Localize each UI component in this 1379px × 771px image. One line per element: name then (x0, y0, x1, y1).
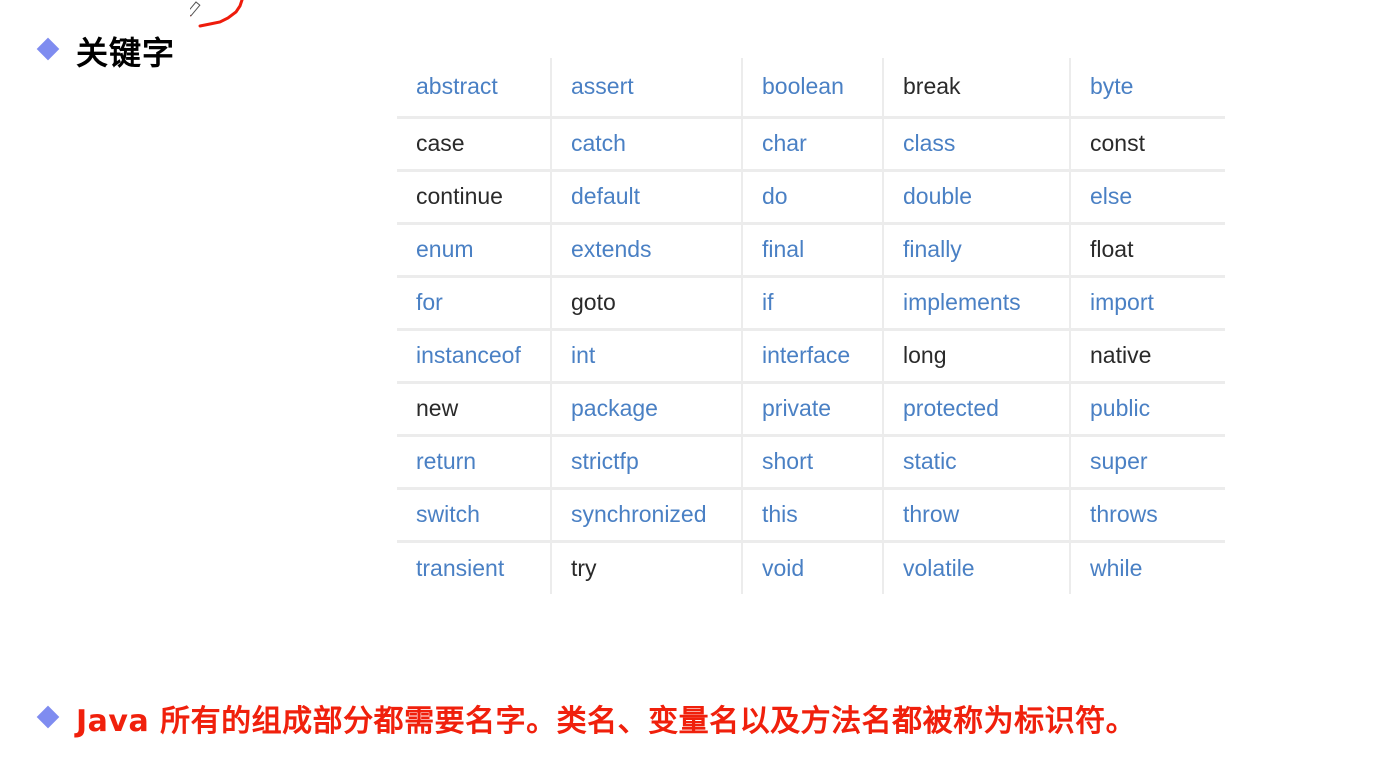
keyword-cell: long (883, 329, 1071, 384)
keyword-cell[interactable]: this (742, 488, 884, 543)
keyword-cell[interactable]: throw (883, 488, 1071, 543)
keyword-cell[interactable]: throws (1070, 488, 1225, 543)
keyword-cell[interactable]: super (1070, 435, 1225, 490)
keyword-cell[interactable]: abstract (397, 58, 552, 119)
keyword-cell[interactable]: char (742, 117, 884, 172)
keyword-cell[interactable]: enum (397, 223, 552, 278)
keyword-cell[interactable]: final (742, 223, 884, 278)
keyword-cell[interactable]: for (397, 276, 552, 331)
keyword-cell[interactable]: if (742, 276, 884, 331)
keyword-cell[interactable]: private (742, 382, 884, 437)
keyword-cell: new (397, 382, 552, 437)
keyword-cell[interactable]: int (551, 329, 743, 384)
diamond-bullet-icon (36, 37, 60, 61)
keyword-cell[interactable]: extends (551, 223, 743, 278)
keyword-cell[interactable]: assert (551, 58, 743, 119)
keyword-cell[interactable]: byte (1070, 58, 1225, 119)
keyword-cell[interactable]: public (1070, 382, 1225, 437)
keyword-cell[interactable]: transient (397, 541, 552, 594)
keyword-cell[interactable]: synchronized (551, 488, 743, 543)
keyword-cell[interactable]: package (551, 382, 743, 437)
pen-cursor-icon (190, 1, 201, 19)
keyword-cell[interactable]: return (397, 435, 552, 490)
keyword-cell: break (883, 58, 1071, 119)
keyword-cell[interactable]: import (1070, 276, 1225, 331)
keyword-cell: case (397, 117, 552, 172)
keyword-cell[interactable]: static (883, 435, 1071, 490)
keyword-cell[interactable]: protected (883, 382, 1071, 437)
keyword-cell[interactable]: volatile (883, 541, 1071, 594)
section-heading: 关键字 (76, 34, 176, 72)
keyword-cell: const (1070, 117, 1225, 172)
keyword-cell: try (551, 541, 743, 594)
keyword-cell[interactable]: strictfp (551, 435, 743, 490)
keyword-cell[interactable]: boolean (742, 58, 884, 119)
keyword-cell: native (1070, 329, 1225, 384)
keyword-cell[interactable]: else (1070, 170, 1225, 225)
keyword-cell[interactable]: switch (397, 488, 552, 543)
identifier-note: Java 所有的组成部分都需要名字。类名、变量名以及方法名都被称为标识符。 (76, 704, 1137, 739)
keyword-cell[interactable]: class (883, 117, 1071, 172)
keyword-cell[interactable]: void (742, 541, 884, 594)
keyword-cell[interactable]: short (742, 435, 884, 490)
keyword-cell: continue (397, 170, 552, 225)
keyword-cell[interactable]: double (883, 170, 1071, 225)
keyword-cell[interactable]: default (551, 170, 743, 225)
diamond-bullet-icon (36, 705, 60, 729)
keyword-cell[interactable]: finally (883, 223, 1071, 278)
keyword-cell: goto (551, 276, 743, 331)
keyword-cell: float (1070, 223, 1225, 278)
pen-annotation-icon (190, 0, 244, 28)
keyword-cell[interactable]: while (1090, 554, 1143, 581)
keyword-cell[interactable]: implements (883, 276, 1071, 331)
keyword-cell[interactable]: instanceof (397, 329, 552, 384)
keyword-cell[interactable]: do (742, 170, 884, 225)
keyword-cell[interactable]: catch (551, 117, 743, 172)
keyword-cell[interactable]: interface (742, 329, 884, 384)
